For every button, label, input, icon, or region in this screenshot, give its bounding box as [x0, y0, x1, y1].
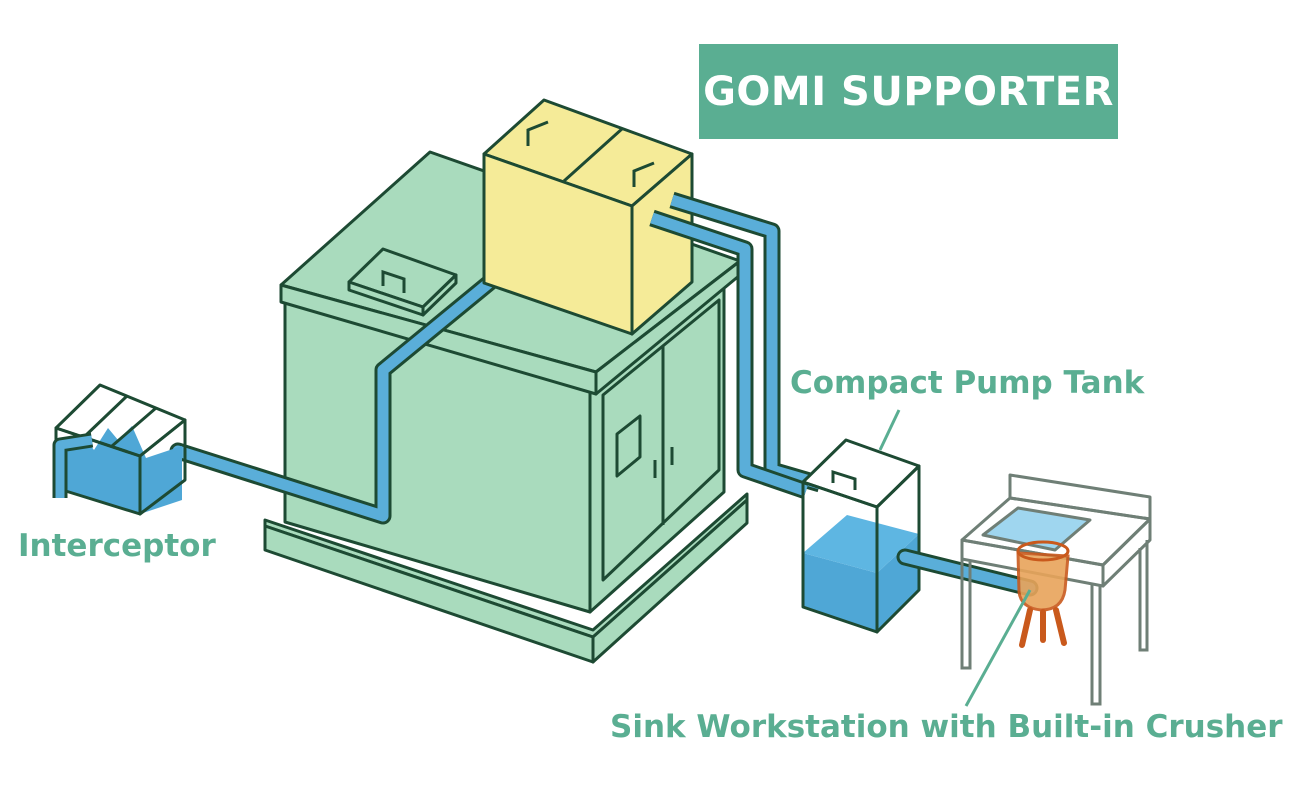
pump-tank-label: Compact Pump Tank — [790, 365, 1145, 401]
sink-basin — [981, 506, 1092, 552]
gomi-supporter-box-illustration — [482, 98, 694, 336]
sink-label: Sink Workstation with Built-in Crusher — [610, 709, 1283, 745]
roof-hatch — [347, 247, 458, 317]
sink-workstation-illustration — [960, 473, 1152, 706]
crusher-illustration — [1016, 540, 1070, 648]
pump-tank-illustration — [801, 438, 921, 634]
pipes-box-to-pump — [649, 191, 823, 500]
building-side-doors — [601, 298, 721, 582]
page-title: GOMI SUPPORTER — [699, 44, 1118, 139]
interceptor-label: Interceptor — [18, 528, 216, 564]
pump-tank-top — [801, 438, 921, 509]
building-base-side — [591, 498, 749, 664]
pump-water-back — [803, 515, 919, 573]
pipe-box-to-interceptor — [169, 269, 504, 525]
interceptor-tank-illustration — [52, 383, 187, 516]
leader-lines — [878, 409, 1032, 707]
pipe-pump-to-sink — [896, 548, 1039, 597]
